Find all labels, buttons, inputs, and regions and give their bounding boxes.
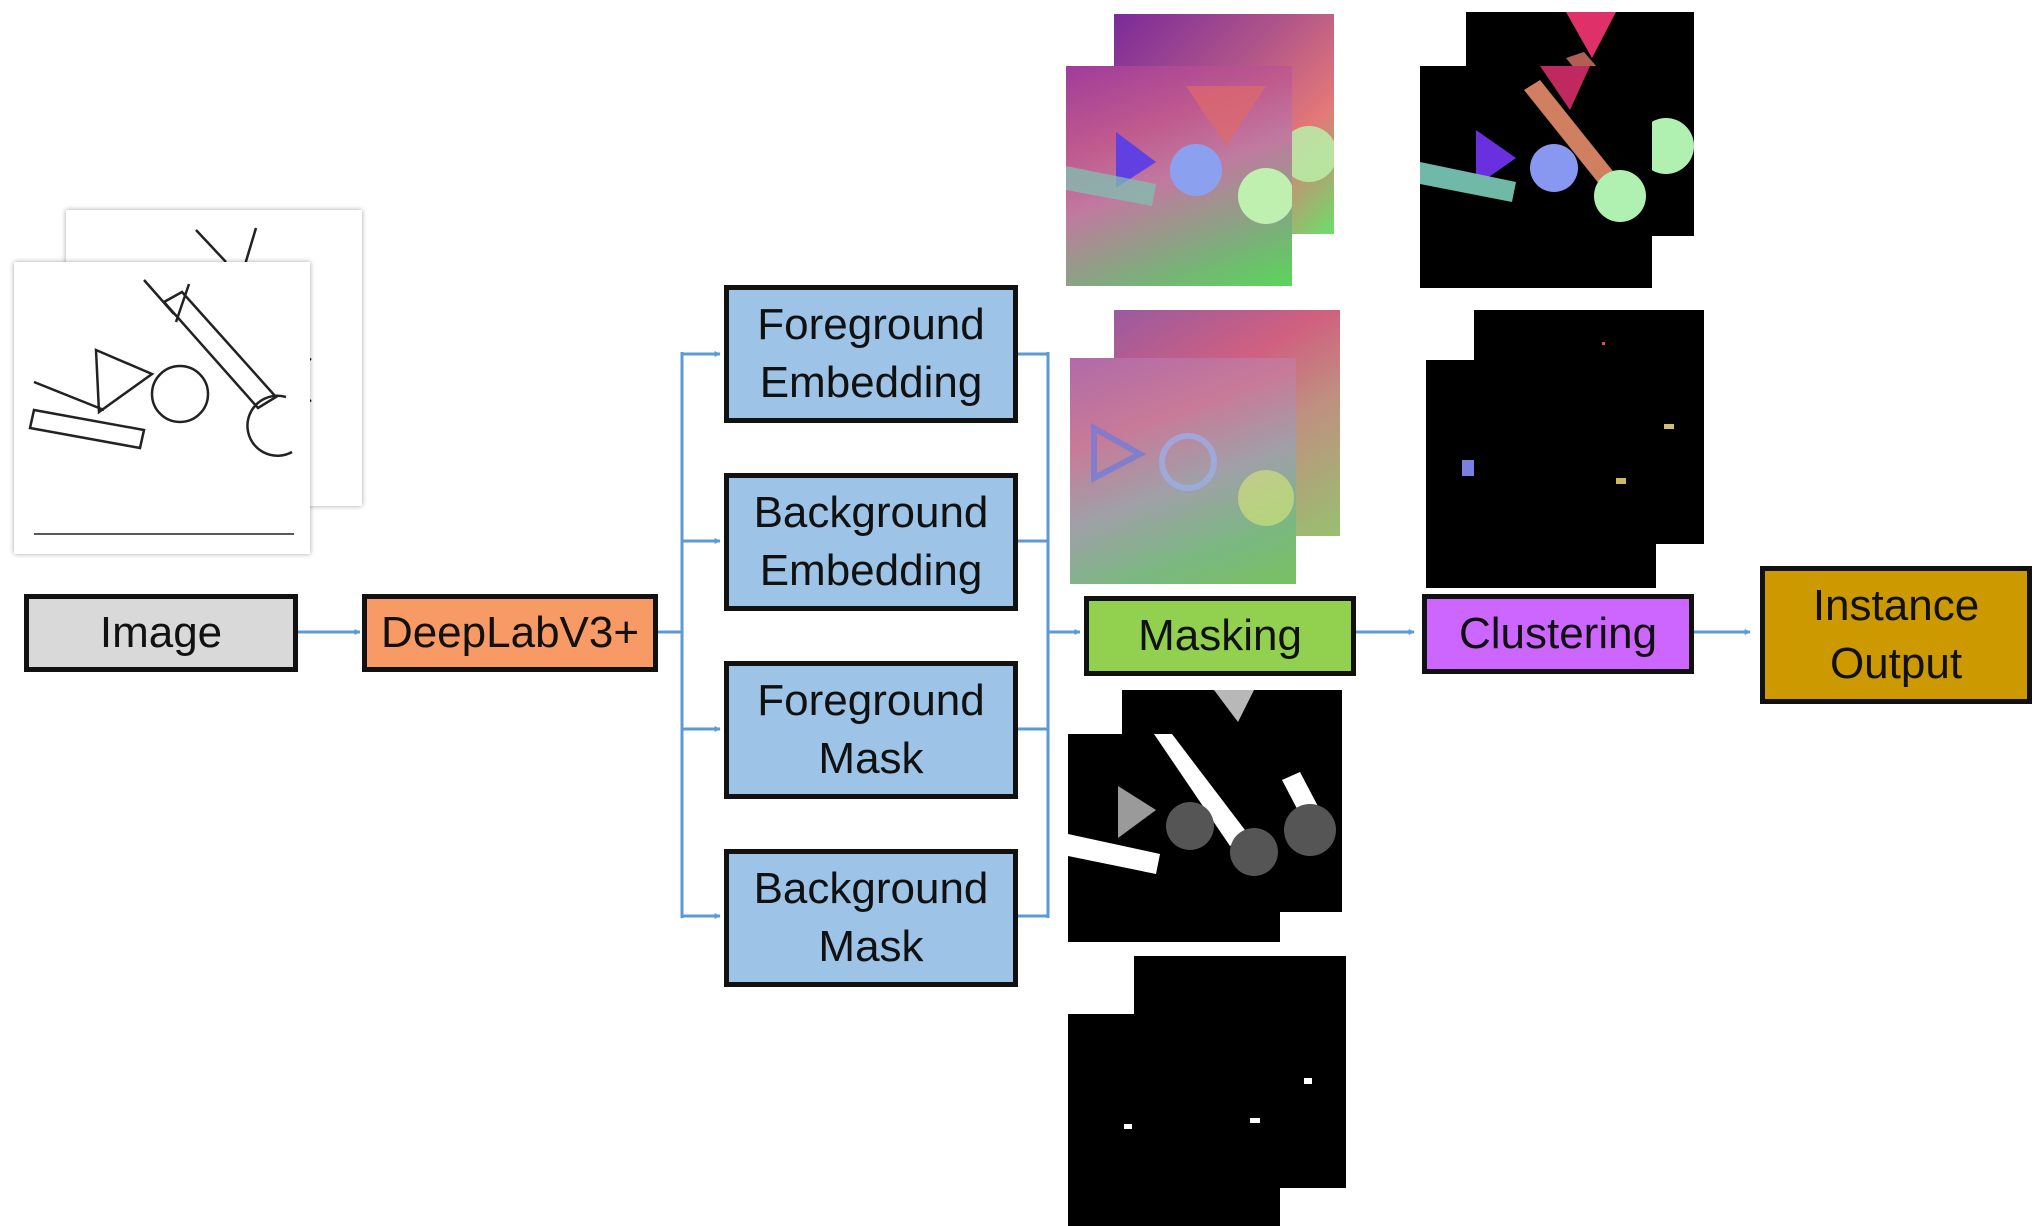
bg-mask-map-front	[1068, 1014, 1280, 1226]
node-clustering: Clustering	[1422, 594, 1694, 674]
node-background-embedding: Background Embedding	[724, 473, 1018, 611]
node-deeplabv3: DeepLabV3+	[362, 594, 658, 672]
node-masking: Masking	[1084, 596, 1356, 676]
fg-mask-map-front	[1068, 734, 1280, 942]
node-instance-output: Instance Output	[1760, 566, 2032, 704]
node-foreground-embedding: Foreground Embedding	[724, 285, 1018, 423]
node-foreground-mask: Foreground Mask	[724, 661, 1018, 799]
node-image: Image	[24, 594, 298, 672]
cluster-map-front	[1420, 66, 1652, 288]
cluster-bg-map-front	[1426, 360, 1656, 588]
fg-embedding-map-front	[1066, 66, 1292, 286]
node-background-mask: Background Mask	[724, 849, 1018, 987]
input-image-front	[14, 262, 310, 554]
bg-embedding-map-front	[1070, 358, 1296, 584]
